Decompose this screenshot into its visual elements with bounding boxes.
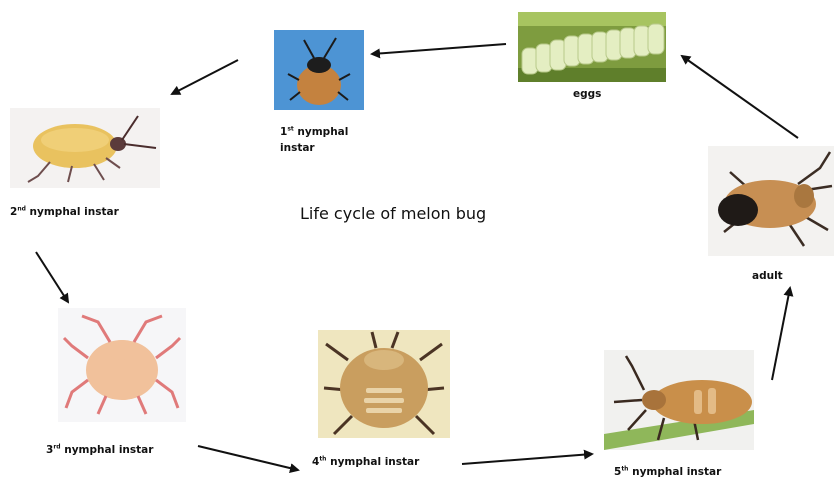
eggs-label: eggs — [573, 86, 601, 102]
arrow-eggs-to-first — [372, 44, 506, 54]
fourth-instar-label: 4th nymphal instar — [312, 454, 419, 470]
second-instar-photo — [10, 108, 160, 188]
arrow-second-to-third — [36, 252, 68, 302]
arrow-fourth-to-fifth — [462, 454, 592, 464]
third-instar-label: 3rd nymphal instar — [46, 442, 153, 458]
fifth-instar-label: 5th nymphal instar — [614, 464, 721, 480]
arrow-third-to-fourth — [198, 446, 298, 470]
first-instar-label: 1st nymphalinstar — [280, 124, 348, 156]
adult-photo — [708, 146, 834, 256]
arrow-fifth-to-adult — [772, 288, 790, 380]
adult-label: adult — [752, 268, 783, 284]
eggs-photo — [518, 12, 666, 82]
arrow-adult-to-eggs — [682, 56, 798, 138]
fifth-instar-photo — [604, 350, 754, 450]
third-instar-photo — [58, 308, 186, 422]
fourth-instar-photo — [318, 330, 450, 438]
first-instar-photo — [274, 30, 364, 110]
arrow-first-to-second — [172, 60, 238, 94]
diagram-title: Life cycle of melon bug — [300, 204, 486, 223]
second-instar-label: 2nd nymphal instar — [10, 204, 119, 220]
